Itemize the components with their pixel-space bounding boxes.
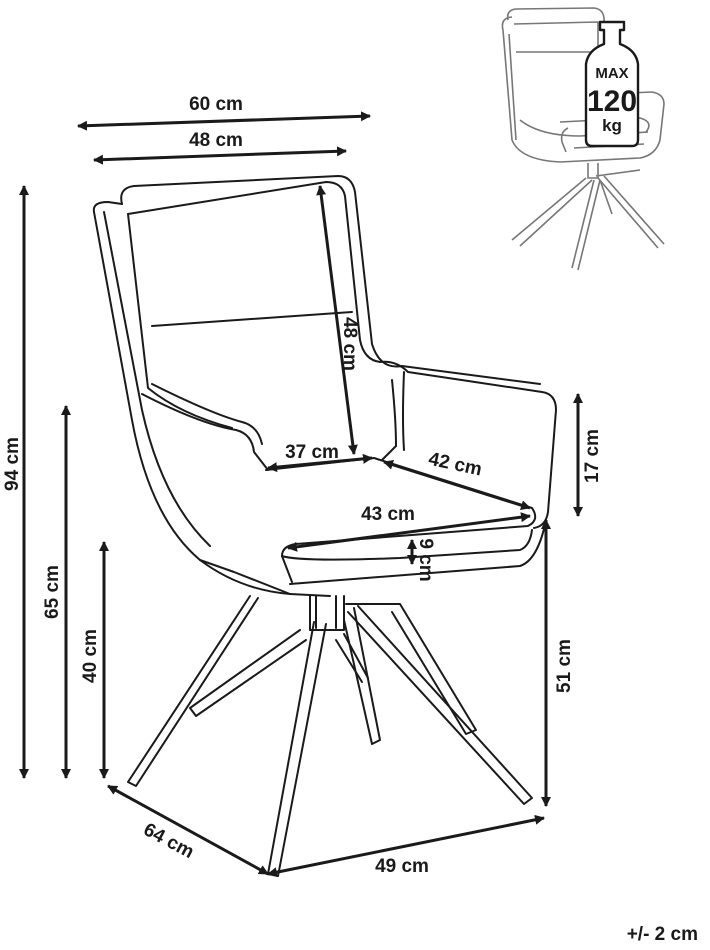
dim-line-seat-front-width: [287, 512, 531, 552]
label-cushion-thickness: 9 cm: [415, 538, 436, 581]
dimension-lines: [19, 111, 583, 878]
dim-line-backrest-height: [316, 185, 358, 455]
label-total-height: 94 cm: [2, 437, 23, 491]
label-arm-height: 65 cm: [42, 565, 63, 619]
dim-line-base-width: [267, 814, 545, 878]
label-seat-back-width: 48 cm: [189, 130, 243, 151]
max-load-badge: MAX 120 kg: [584, 20, 640, 148]
label-seat-depth: 42 cm: [427, 449, 484, 481]
label-backrest-height: 48 cm: [339, 317, 360, 371]
label-seat-height-side: 51 cm: [554, 639, 575, 693]
label-seat-width: 37 cm: [285, 442, 339, 463]
dimension-labels: 60 cm 48 cm 48 cm 37 cm 42 cm 43 cm 9 cm…: [2, 94, 603, 877]
badge-unit-label: kg: [602, 116, 622, 135]
tolerance-note: +/- 2 cm: [626, 924, 698, 945]
dim-line-base-depth: [107, 784, 269, 876]
label-base-width: 49 cm: [375, 856, 429, 877]
dim-line-overall-width: [77, 111, 371, 131]
label-base-depth: 64 cm: [140, 819, 197, 863]
badge-weight-value: 120: [587, 85, 637, 118]
dim-line-seat-back-width: [93, 146, 347, 165]
label-armrest-height: 17 cm: [582, 429, 603, 483]
label-seat-front-width: 43 cm: [361, 504, 415, 525]
dim-line-seat-depth: [383, 459, 531, 511]
thumbnail-chair: [501, 7, 665, 271]
label-overall-width: 60 cm: [189, 94, 243, 115]
chair-drawing: [92, 175, 557, 877]
label-seat-height-front: 40 cm: [80, 629, 101, 683]
dim-line-seat-width: [267, 453, 373, 473]
badge-max-label: MAX: [595, 65, 628, 82]
